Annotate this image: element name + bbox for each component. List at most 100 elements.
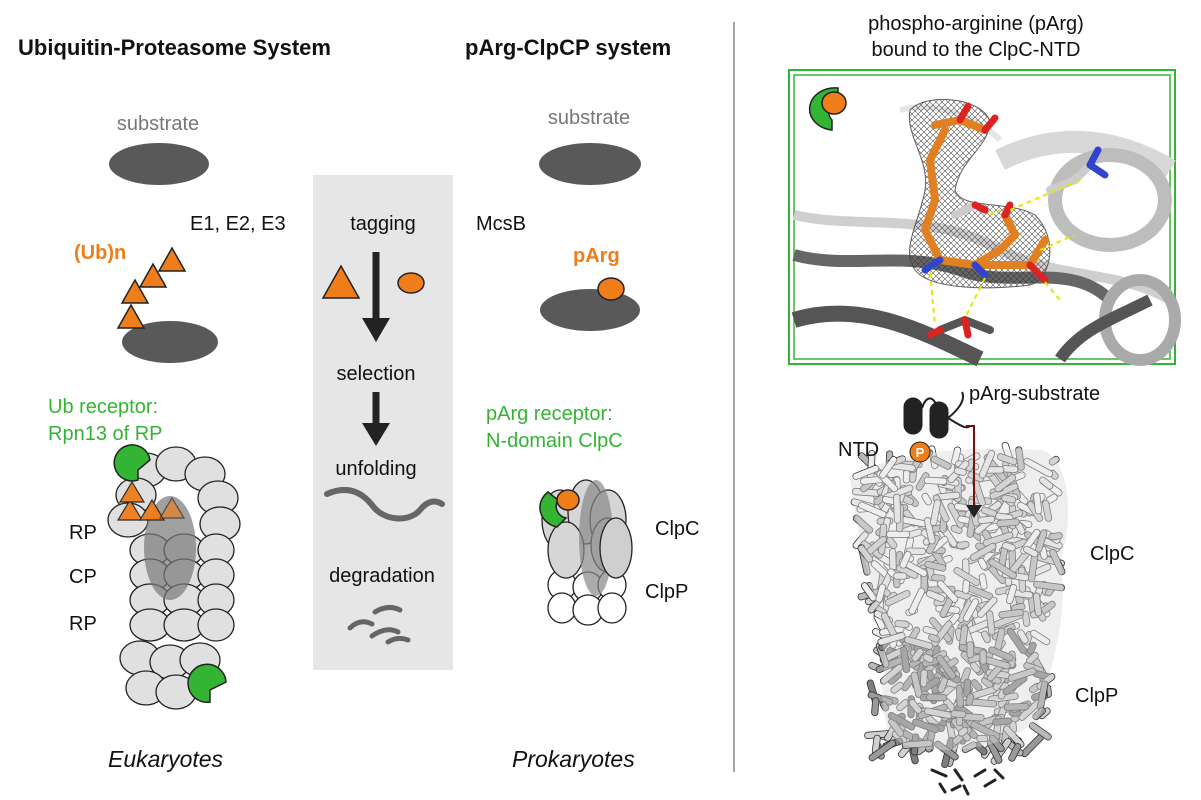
- helix-cylinder: [1048, 532, 1063, 541]
- helix-cylinder: [875, 583, 887, 603]
- helix-cylinder: [893, 493, 902, 524]
- helix-cylinder: [928, 633, 940, 643]
- peptide-fragments-icon: [347, 604, 411, 645]
- helix-cylinder: [965, 693, 975, 706]
- helix-cylinder: [1023, 457, 1054, 478]
- helix-cylinder: [924, 560, 947, 572]
- clpp-label-right: ClpP: [1075, 685, 1118, 707]
- helix-cylinder: [887, 711, 916, 731]
- ub-receptor-label-1: Ub receptor:: [48, 396, 158, 418]
- helix-cylinder: [930, 455, 952, 470]
- helix-cylinder: [1023, 545, 1039, 558]
- helix-cylinder: [977, 557, 988, 570]
- ub-receptor-label-2: Rpn13 of RP: [48, 423, 163, 445]
- helix-cylinder: [950, 710, 967, 718]
- helix-cylinder: [911, 647, 924, 662]
- helix-cylinder: [982, 531, 1014, 547]
- helix-cylinder: [988, 646, 1014, 662]
- helix-cylinder: [961, 741, 978, 754]
- helix-cylinder: [1032, 592, 1042, 617]
- helix-cylinder: [1032, 707, 1046, 721]
- parg-tagged-substrate: [540, 289, 640, 331]
- helix-cylinder: [912, 718, 940, 734]
- helix-cylinder: [986, 739, 1003, 764]
- mcsb-label: McsB: [476, 213, 526, 235]
- helix-cylinder: [976, 734, 989, 743]
- helix-cylinder: [879, 456, 898, 479]
- substrate-path-arrow: [966, 425, 975, 505]
- helix-cylinder: [904, 636, 934, 650]
- helix-cylinder: [978, 449, 996, 479]
- helix-cylinder: [908, 587, 926, 615]
- helix-cylinder: [925, 590, 946, 603]
- helix-cylinder: [923, 517, 936, 545]
- clpc-label-right: ClpC: [1090, 543, 1134, 565]
- ups-tagged-substrate: [122, 321, 218, 363]
- ups-enzymes-label: E1, E2, E3: [190, 213, 286, 235]
- helix-cylinder: [852, 514, 874, 534]
- helix-cylinder: [852, 464, 880, 481]
- rp-top-label: RP: [69, 522, 97, 544]
- helix-cylinder: [922, 653, 934, 663]
- helix-cylinder: [910, 671, 923, 698]
- helix-cylinder: [966, 641, 974, 659]
- helix-cylinder: [894, 619, 910, 629]
- crystal-structure-inset: [788, 69, 1181, 367]
- helix-cylinder: [1021, 610, 1031, 627]
- step-degradation: degradation: [329, 565, 435, 587]
- helix-cylinder: [860, 582, 877, 602]
- prokaryotes-label: Prokaryotes: [512, 746, 635, 772]
- helix-cylinder: [998, 608, 1024, 619]
- step-unfolding: unfolding: [335, 458, 416, 480]
- helix-cylinder: [1015, 446, 1025, 471]
- ntd-label: NTD: [838, 439, 879, 461]
- helix-cylinder: [868, 739, 896, 762]
- cp-label: CP: [69, 566, 97, 588]
- helix-cylinder: [1006, 627, 1027, 654]
- eukaryotes-label: Eukaryotes: [108, 746, 224, 772]
- structure-title-2: bound to the ClpC-NTD: [872, 39, 1081, 61]
- parg-receptor-label-2: N-domain ClpC: [486, 430, 623, 452]
- helix-cylinder: [925, 693, 948, 702]
- helix-cylinder: [988, 734, 1005, 753]
- parg-tag-icon: [597, 277, 625, 301]
- step-tagging: tagging: [350, 213, 416, 235]
- helix-cylinder: [1049, 548, 1066, 576]
- helix-cylinder: [1033, 580, 1065, 592]
- helix-cylinder: [908, 699, 922, 714]
- helix-cylinder: [992, 717, 1012, 726]
- clpc-label-left: ClpC: [655, 518, 699, 540]
- ups-substrate-label: substrate: [117, 113, 199, 135]
- helix-cylinder: [879, 663, 904, 685]
- helix-cylinder: [934, 740, 959, 761]
- helix-cylinder: [963, 678, 972, 697]
- helix-cylinder: [979, 649, 987, 665]
- clpp-label-left: ClpP: [645, 581, 688, 603]
- ups-substrate-shape: [109, 143, 209, 185]
- helix-cylinder: [884, 590, 911, 607]
- ub-receptor-icon: [113, 444, 151, 482]
- proteasome-ub-chain-icon: [116, 480, 186, 521]
- helix-cylinder: [1008, 743, 1022, 762]
- helix-cylinder: [969, 661, 981, 674]
- helix-cylinder: [877, 632, 906, 646]
- helix-cylinder: [936, 654, 956, 680]
- helix-cylinder: [953, 567, 981, 587]
- rp-bottom-label: RP: [69, 613, 97, 635]
- phospho-badge-label: P: [916, 445, 925, 460]
- helix-cylinder: [936, 580, 959, 603]
- helix-cylinder: [1027, 641, 1037, 655]
- helix-cylinder: [1001, 541, 1016, 552]
- parg-receptor-label-1: pArg receptor:: [486, 403, 613, 425]
- helix-cylinder: [951, 446, 962, 466]
- helix-cylinder: [900, 646, 911, 674]
- tag-phospho-icon: [397, 272, 425, 294]
- helix-cylinder: [888, 718, 905, 737]
- process-panel: [313, 175, 453, 670]
- helix-cylinder: [969, 542, 997, 561]
- unfolded-chain-icon: [324, 487, 445, 522]
- helix-cylinder: [956, 541, 970, 550]
- parg-receptor-icon: [539, 491, 568, 528]
- helix-cylinder: [996, 453, 1018, 466]
